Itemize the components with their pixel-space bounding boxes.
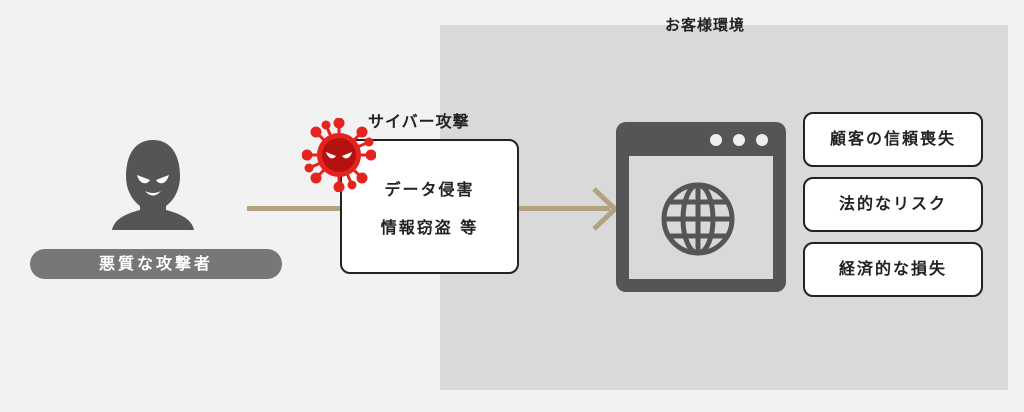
cyber-attack-label: サイバー攻撃 [368,112,470,131]
globe-icon [661,182,735,256]
browser-window-icon [616,122,786,292]
result-legal-risk: 法的なリスク [803,177,983,232]
environment-title-text: お客様環境 [664,16,745,34]
attack-line-1: データ侵害 [384,179,475,199]
virus-icon [302,118,376,192]
attack-line [247,206,342,211]
attacker-icon [112,140,194,230]
result-financial-loss: 経済的な損失 [803,242,983,297]
result-trust-loss: 顧客の信頼喪失 [803,112,983,167]
attacker-label: 悪質な攻撃者 [30,249,282,279]
arrow-head-icon [592,187,619,231]
attack-arrow-line [518,206,610,211]
attack-box: データ侵害 情報窃盗 等 [340,139,519,274]
environment-title: お客様環境 [440,14,990,35]
attack-line-2: 情報窃盗 等 [380,217,479,237]
